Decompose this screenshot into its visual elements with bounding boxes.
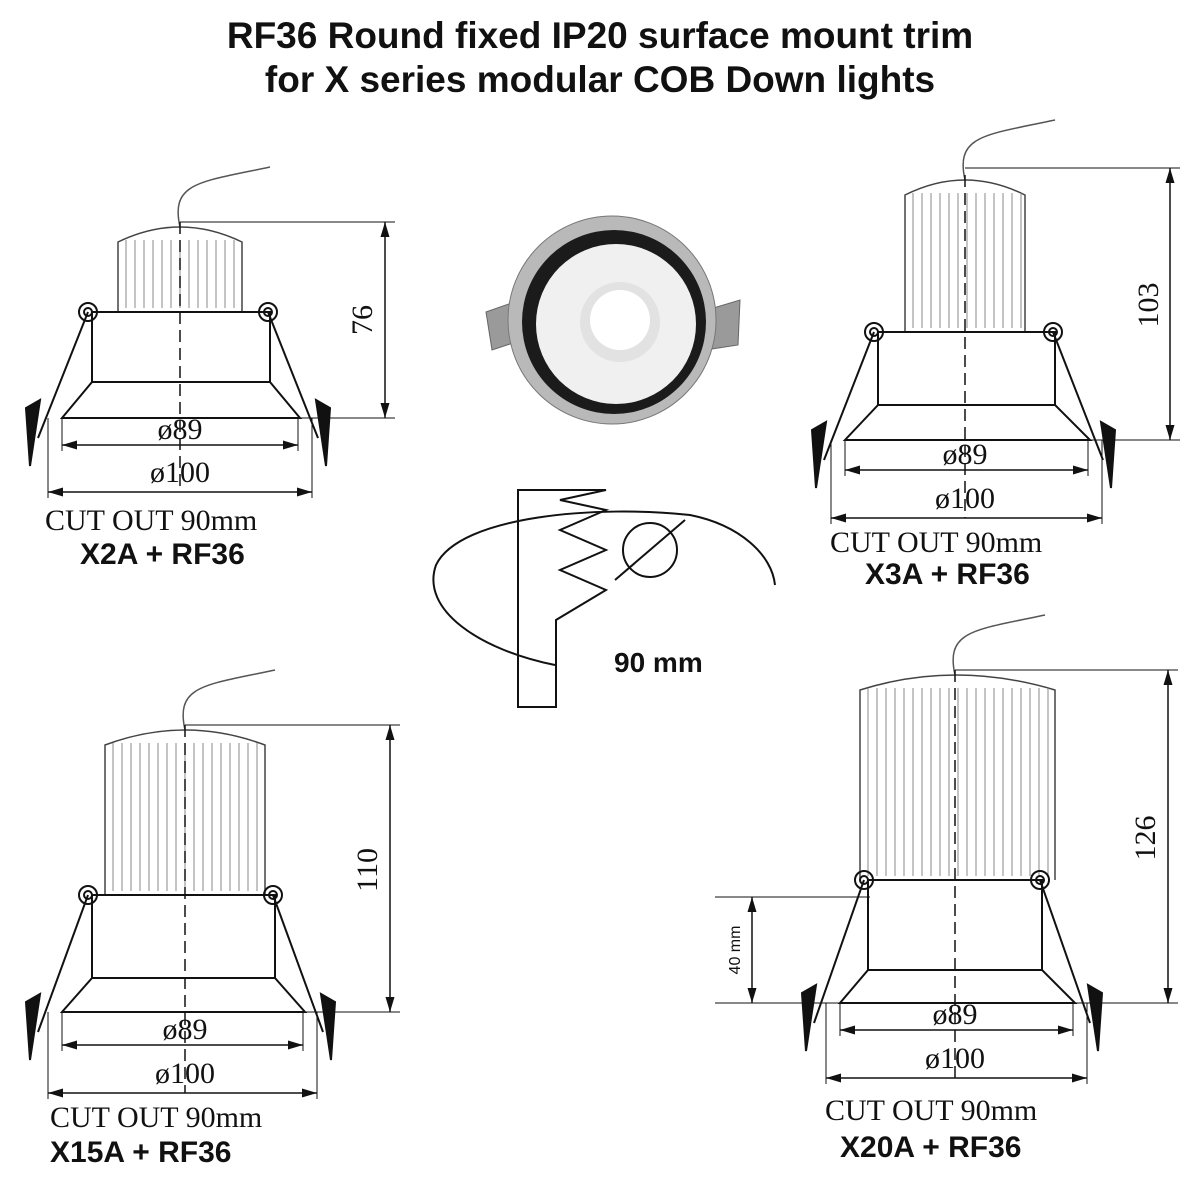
model-label: X2A + RF36	[80, 538, 245, 571]
spring-clip-tip	[1086, 983, 1104, 1052]
cutout-size-label: CUT OUT 90mm	[830, 526, 1042, 559]
power-wire	[962, 119, 1056, 181]
heatsink	[859, 674, 1056, 880]
cutout-size-label: CUT OUT 90mm	[45, 504, 257, 537]
spring-pivot-icon	[263, 885, 283, 905]
spring-pivot-inner	[1048, 327, 1058, 337]
spring-pivot-inner	[83, 307, 93, 317]
trim-body	[59, 894, 308, 1013]
spring-clip	[813, 879, 865, 1024]
spring-pivot-inner	[268, 890, 278, 900]
spring-clip	[1052, 331, 1104, 461]
power-wire	[182, 669, 276, 731]
spring-pivot-inner	[83, 890, 93, 900]
spring-pivot-icon	[864, 322, 884, 342]
trim-hole	[590, 290, 650, 350]
spring-clip-tip	[1099, 420, 1117, 489]
cutout-diagram: 90 mm	[432, 489, 776, 708]
trim-body	[842, 331, 1093, 441]
spring-pivot-inner	[1035, 875, 1045, 885]
spring-clip-tip	[800, 983, 818, 1052]
model-label: X20A + RF36	[840, 1131, 1021, 1164]
title-line-2: for X series modular COB Down lights	[264, 59, 936, 100]
trim-body	[837, 879, 1078, 1004]
ceiling-section	[517, 489, 610, 708]
spring-pivot-icon	[78, 885, 98, 905]
trim-depth-label: 40 mm	[727, 926, 744, 975]
spring-clip	[37, 311, 89, 439]
height-label: 110	[351, 848, 384, 892]
spring-clip-tip	[319, 992, 337, 1061]
cutout-size-label: CUT OUT 90mm	[50, 1101, 262, 1134]
outer-diameter-label: ø100	[150, 456, 210, 489]
spring-pivot-inner	[859, 875, 869, 885]
spring-clip-tip	[810, 420, 828, 489]
spring-clip-tip	[24, 398, 42, 467]
spring-clip-tip	[24, 992, 42, 1061]
spring-clip	[1039, 879, 1091, 1024]
spring-clip	[267, 311, 319, 439]
cutout-size-label: CUT OUT 90mm	[825, 1094, 1037, 1127]
power-wire	[952, 614, 1046, 676]
outer-diameter-label: ø100	[925, 1042, 985, 1075]
spring-pivot-inner	[869, 327, 879, 337]
spring-pivot-icon	[258, 302, 278, 322]
spring-clip-tip	[314, 398, 332, 467]
height-label: 126	[1129, 816, 1162, 861]
spring-pivot-icon	[854, 870, 874, 890]
height-label: 103	[1132, 283, 1165, 328]
outer-diameter-label: ø100	[935, 482, 995, 515]
diameter-symbol-slash	[614, 519, 686, 581]
cutout-label: 90 mm	[614, 647, 703, 678]
model-label: X3A + RF36	[865, 558, 1030, 591]
spring-pivot-icon	[1030, 870, 1050, 890]
spring-clip	[823, 331, 875, 461]
height-label: 76	[346, 305, 379, 335]
inner-diameter-label: ø89	[943, 438, 988, 471]
inner-diameter-label: ø89	[158, 413, 203, 446]
inner-diameter-label: ø89	[933, 998, 978, 1031]
outer-diameter-label: ø100	[155, 1057, 215, 1090]
inner-diameter-label: ø89	[163, 1013, 208, 1046]
diameter-symbol-circle	[622, 522, 678, 578]
power-wire	[177, 166, 271, 228]
spring-pivot-inner	[263, 307, 273, 317]
title-line-1: RF36 Round fixed IP20 surface mount trim	[226, 15, 974, 56]
ceiling-hole-ellipse	[432, 510, 776, 666]
product-photo	[485, 215, 741, 425]
spring-clip	[272, 894, 324, 1033]
spring-pivot-icon	[1043, 322, 1063, 342]
heatsink	[904, 179, 1026, 332]
spring-pivot-icon	[78, 302, 98, 322]
trim-body	[59, 311, 303, 419]
model-label: X15A + RF36	[50, 1136, 231, 1169]
spring-clip	[37, 894, 89, 1033]
